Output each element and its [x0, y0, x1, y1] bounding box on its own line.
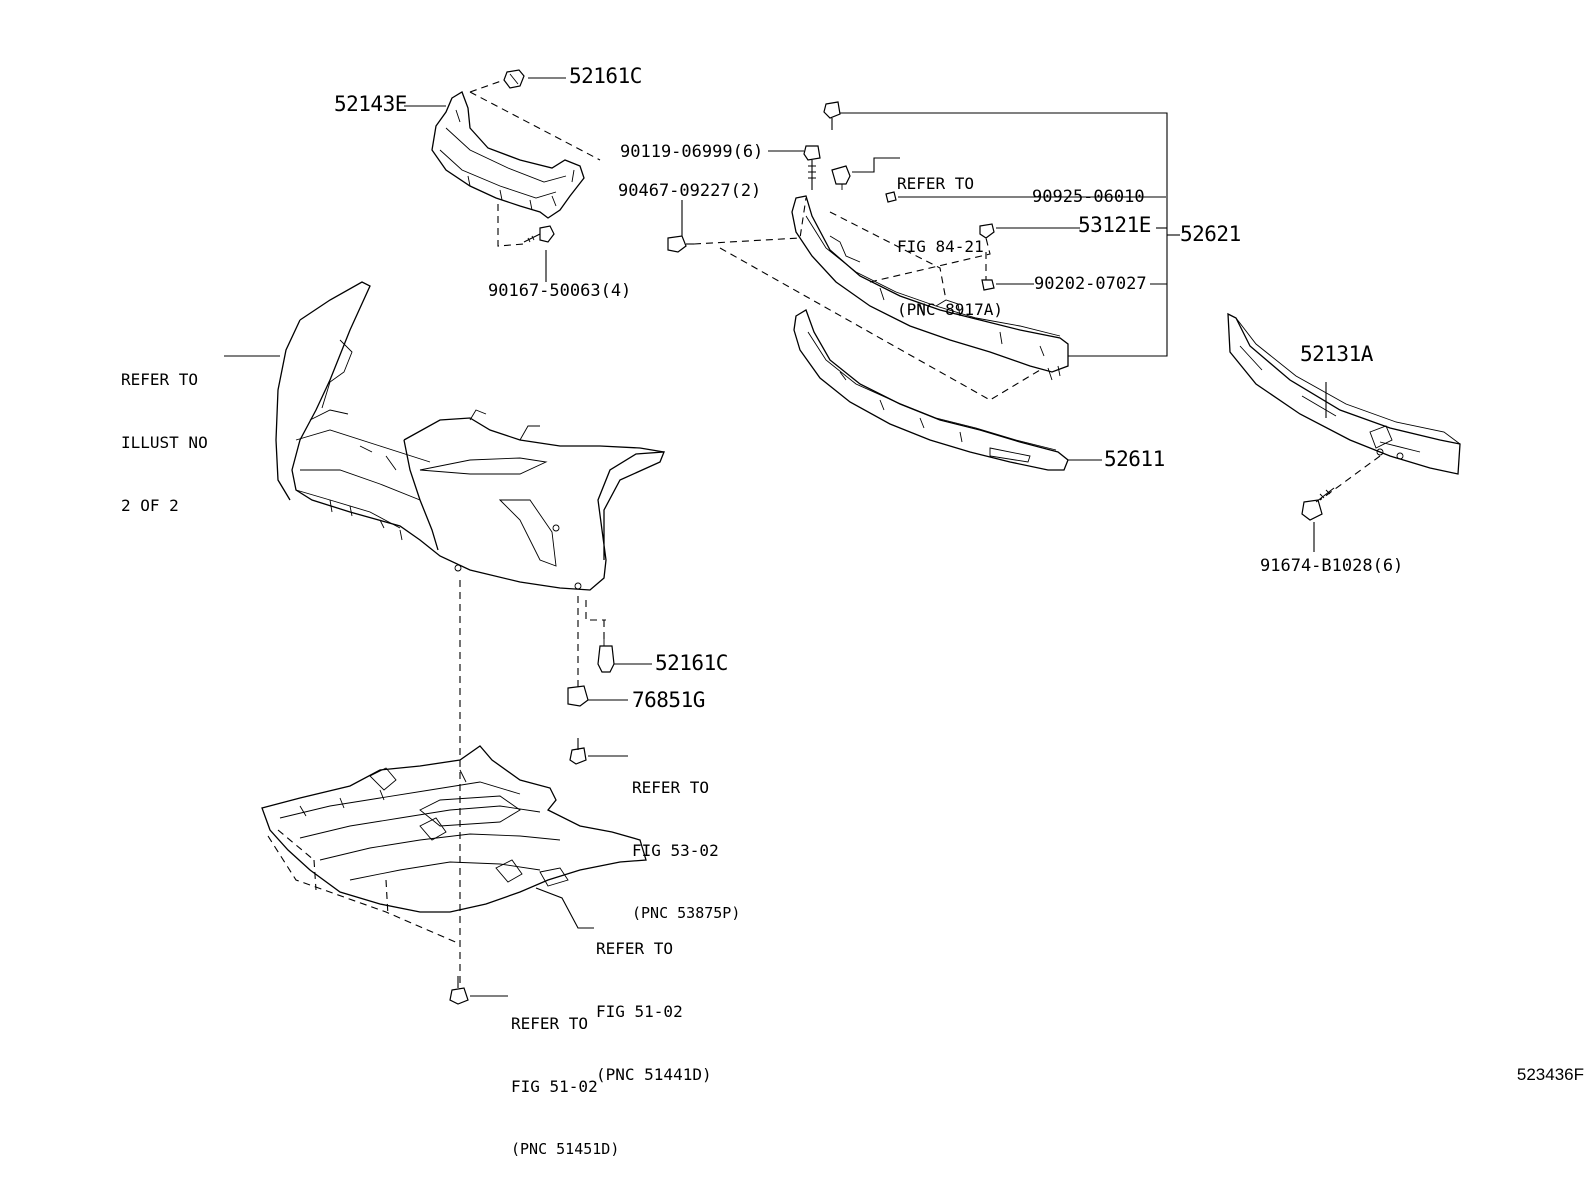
label-90119-06999[interactable]: 90119-06999(6) — [620, 142, 764, 162]
label-90167-50063[interactable]: 90167-50063(4) — [488, 281, 632, 301]
label-90202-07027[interactable]: 90202-07027 — [1034, 274, 1147, 294]
clip-53121E — [979, 223, 995, 239]
clip-90467 — [667, 235, 694, 253]
refer-fig-51-02-undercover: REFER TO FIG 51-02 (PNC 51441D) — [596, 896, 712, 1106]
bolt-52621-top — [823, 101, 841, 130]
refer-fig-53-02: REFER TO FIG 53-02 (PNC 53875P) — [632, 735, 740, 945]
label-52621[interactable]: 52621 — [1180, 222, 1241, 246]
refer-line-2[interactable]: FIG 53-02 — [632, 841, 719, 860]
refer-illust-2-of-2: REFER TO ILLUST NO 2 OF 2 — [121, 327, 208, 537]
illustration-id: 523436F — [1516, 1065, 1584, 1084]
label-52161C-lower[interactable]: 52161C — [655, 651, 728, 675]
parts-diagram — [224, 69, 1461, 1005]
bumper-cover — [275, 281, 665, 591]
refer-line-2[interactable]: FIG 84-21 — [897, 237, 984, 256]
refer-line-2[interactable]: FIG 51-02 — [596, 1002, 683, 1021]
refer-line-3: (PNC 51451D) — [511, 1140, 620, 1158]
refer-line-1: REFER TO — [596, 939, 674, 958]
refer-line-1: REFER TO — [511, 1014, 589, 1033]
refer-line-2[interactable]: ILLUST NO — [121, 433, 208, 452]
clip-52161C-top — [503, 69, 525, 89]
bolt-91674 — [1301, 487, 1335, 521]
label-52143E[interactable]: 52143E — [334, 92, 407, 116]
refer-line-1: REFER TO — [121, 370, 199, 389]
bracket-52143E — [431, 91, 585, 219]
energy-absorber-52621 — [791, 195, 1069, 381]
label-91674-B1028[interactable]: 91674-B1028(6) — [1260, 556, 1404, 576]
label-76851G[interactable]: 76851G — [632, 688, 705, 712]
refer-line-3: 2 OF 2 — [121, 496, 179, 515]
label-53121E[interactable]: 53121E — [1078, 213, 1151, 237]
reinforcement-52131A — [1227, 312, 1461, 475]
label-90925-06010[interactable]: 90925-06010 — [1032, 187, 1145, 207]
nut-76851G — [567, 685, 589, 707]
refer-line-3: (PNC 53875P) — [632, 904, 741, 922]
refer-line-2[interactable]: FIG 51-02 — [511, 1077, 598, 1096]
screw-53875P — [569, 738, 587, 765]
label-52161C-top[interactable]: 52161C — [569, 64, 642, 88]
bolt-90119 — [803, 145, 821, 190]
refer-line-1: REFER TO — [897, 174, 975, 193]
bracket-8917A — [831, 165, 851, 190]
nut-90202 — [981, 279, 995, 291]
refer-fig-51-02-bolt: REFER TO FIG 51-02 (PNC 51451D) — [511, 971, 619, 1181]
screw-90167 — [523, 225, 555, 243]
refer-line-3: (PNC 51441D) — [596, 1065, 712, 1084]
refer-fig-84-21: REFER TO FIG 84-21 (PNC 8917A) — [897, 131, 1003, 341]
engine-undercover — [261, 745, 647, 913]
bolt-90925 — [885, 191, 897, 203]
clip-52161C-lower — [597, 620, 615, 673]
label-52131A[interactable]: 52131A — [1300, 342, 1373, 366]
label-52611[interactable]: 52611 — [1104, 447, 1165, 471]
bolt-51451D — [449, 976, 469, 1005]
refer-line-1: REFER TO — [632, 778, 710, 797]
refer-line-3: (PNC 8917A) — [897, 300, 1003, 319]
absorber-52611 — [793, 309, 1069, 471]
label-90467-09227[interactable]: 90467-09227(2) — [618, 181, 762, 201]
